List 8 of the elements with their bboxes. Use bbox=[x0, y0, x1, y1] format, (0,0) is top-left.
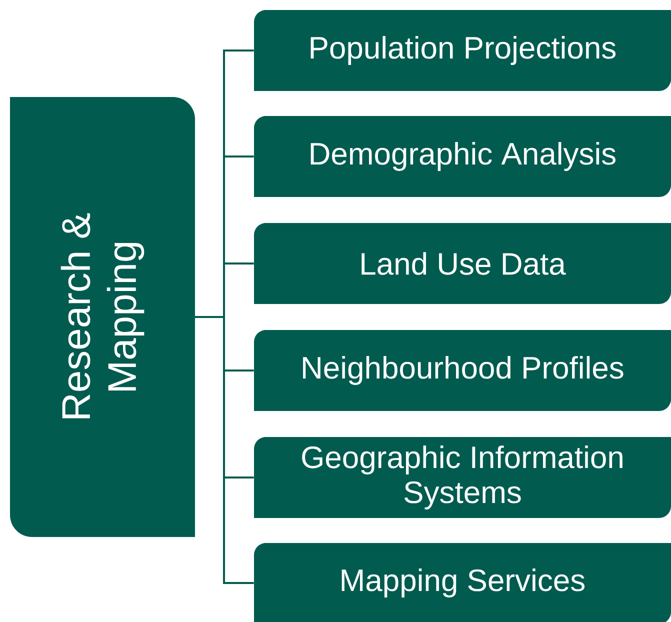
topic-box: Neighbourhood Profiles bbox=[254, 330, 671, 411]
category-box: Research & Mapping bbox=[10, 97, 195, 537]
topic-box: Population Projections bbox=[254, 10, 671, 91]
topic-box: Land Use Data bbox=[254, 223, 671, 304]
topic-box: Geographic Information Systems bbox=[254, 437, 671, 518]
topic-box: Mapping Services bbox=[254, 543, 671, 622]
topic-box: Demographic Analysis bbox=[254, 116, 671, 197]
connector-line bbox=[195, 316, 254, 584]
